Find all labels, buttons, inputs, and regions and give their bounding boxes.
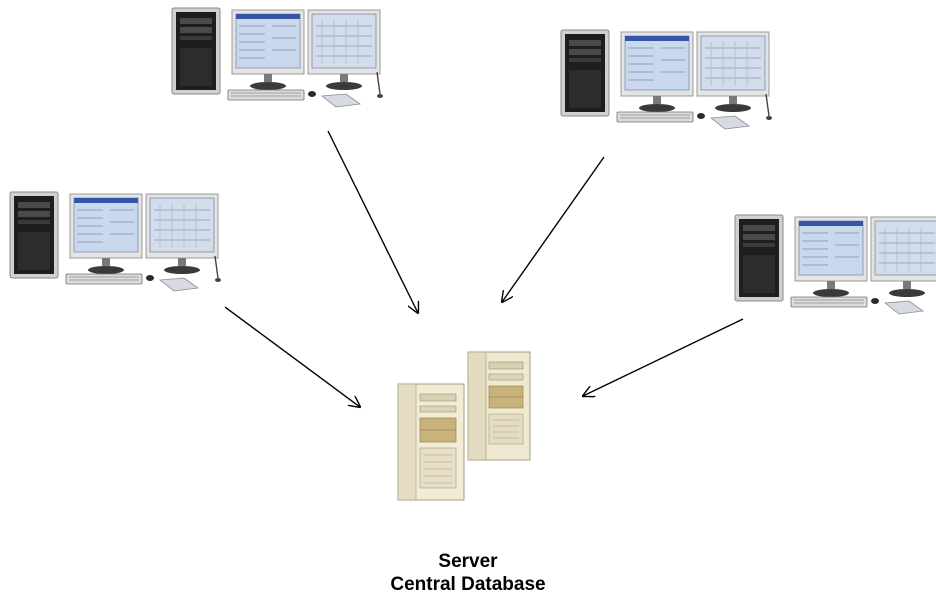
server-tower-icon: [397, 351, 531, 501]
arrow-right-to-server: [583, 318, 744, 396]
server-label: Server: [438, 551, 498, 572]
workstation-top-right: [560, 29, 773, 130]
workstation-left: [9, 191, 222, 292]
central-database-label: Central Database: [390, 574, 546, 595]
arrow-top-right-to-server: [502, 156, 605, 302]
arrow-left-to-server: [224, 306, 360, 407]
workstation-top-left: [171, 7, 384, 108]
workstation-right: [734, 214, 936, 315]
arrow-top-left-to-server: [327, 130, 418, 313]
